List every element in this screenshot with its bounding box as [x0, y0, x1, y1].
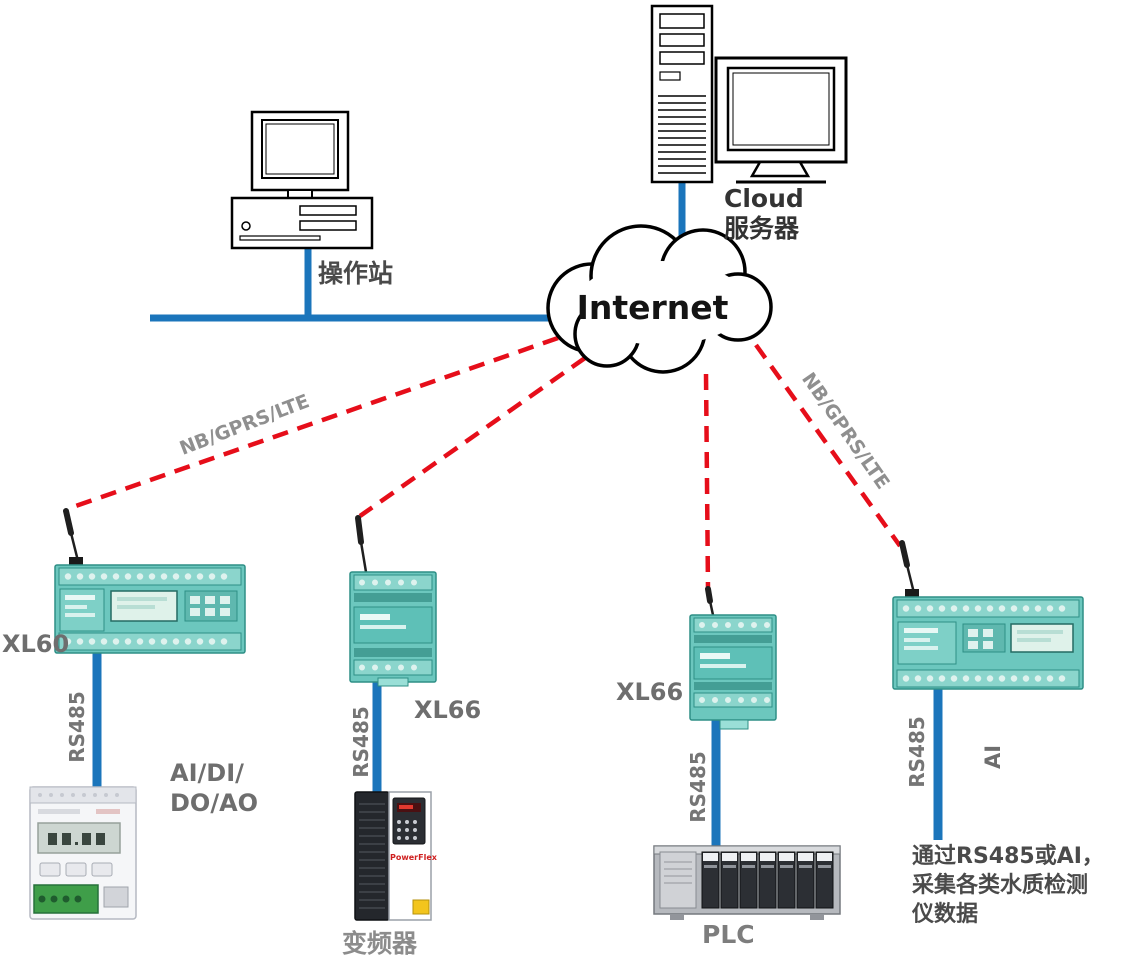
internet-cloud — [546, 224, 773, 374]
xl66-vfd-label: XL66 — [414, 696, 482, 724]
wireless-link-xl66-vfd — [358, 356, 587, 518]
xl66-vfd-rs485-label: RS485 — [349, 706, 373, 778]
wireless-link-xl66-plc — [703, 373, 711, 591]
rtu-right-note-line1: 通过RS485或AI， — [912, 844, 1104, 869]
internet-label: Internet — [576, 288, 729, 327]
cloud-server-label-line2: 服务器 — [724, 213, 800, 243]
operator-station-label: 操作站 — [318, 259, 394, 288]
xl60-io-line2: DO/AO — [170, 789, 259, 817]
xl66-plc-rs485-label: RS485 — [686, 751, 710, 823]
device-rtu-right — [892, 540, 1084, 690]
rtu-right-note-line3: 仪数据 — [912, 902, 979, 928]
cloud-server-label-line1: Cloud — [724, 184, 804, 213]
xl66-plc-label: XL66 — [616, 678, 684, 706]
operator-station-computer — [230, 110, 374, 250]
cloud-server — [650, 4, 848, 184]
wireless-link-xl60 — [69, 335, 559, 511]
xl60-rs485-label: RS485 — [65, 691, 89, 763]
vfd-drive: PowerFlex — [354, 791, 438, 921]
xl60-label: XL60 — [2, 630, 70, 658]
xl60-io-label: AI/DI/ DO/AO — [170, 758, 258, 818]
cloud-server-label: Cloud 服务器 — [724, 184, 804, 243]
wireless-link-rtu-right — [754, 343, 902, 548]
plc-rack — [653, 845, 841, 920]
rs485-drop-lines — [92, 648, 943, 852]
xl60-io-line1: AI/DI/ — [170, 759, 244, 787]
wireless-links — [69, 335, 902, 591]
rtu-right-ai-label: AI — [981, 744, 1005, 770]
rtu-right-rs485-label: RS485 — [905, 716, 929, 788]
water-meter — [29, 786, 137, 920]
device-xl60 — [54, 508, 246, 654]
vfd-label: 变频器 — [342, 929, 418, 955]
device-xl66-plc — [689, 586, 777, 730]
device-xl66-vfd — [349, 515, 437, 687]
xl66-plc-antenna-icon — [705, 586, 713, 604]
xl66-vfd-antenna-icon — [359, 541, 368, 573]
vfd-brand-text: PowerFlex — [390, 853, 438, 862]
rtu-right-note-line2: 采集各类水质检测 — [912, 873, 1089, 899]
rtu-right-note: 通过RS485或AI， 采集各类水质检测 仪数据 — [912, 842, 1104, 929]
plc-label: PLC — [702, 920, 755, 949]
